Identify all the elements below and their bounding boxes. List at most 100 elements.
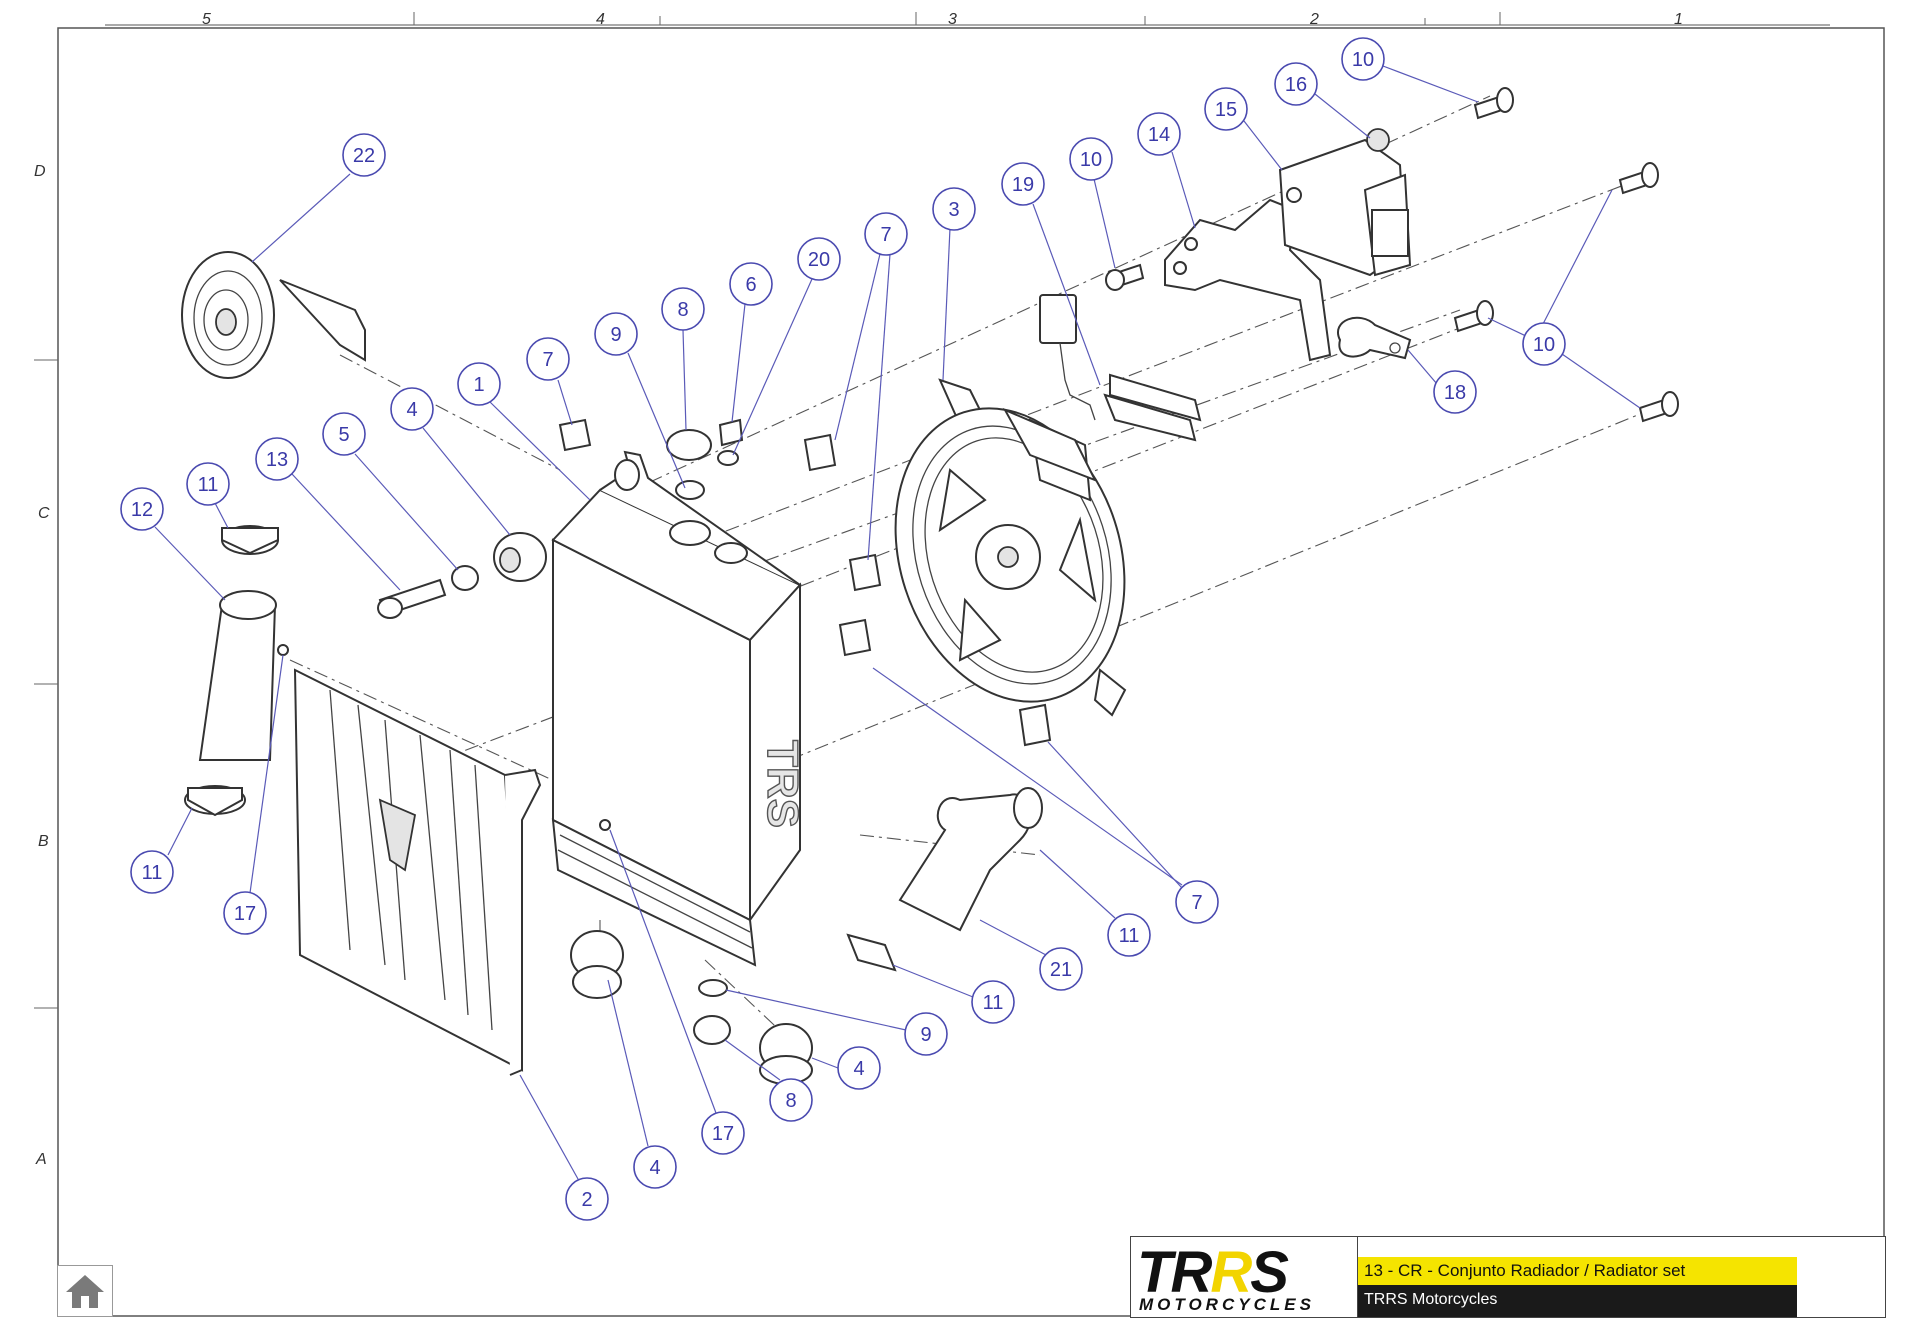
leader-lines bbox=[154, 65, 1641, 1180]
title-block: TRRS MOTORCYCLES 13 - CR - Conjunto Radi… bbox=[1130, 1236, 1886, 1318]
frame-col-label: 2 bbox=[1309, 11, 1319, 28]
callout-label: 11 bbox=[1119, 925, 1140, 947]
callout-c11a: 11 bbox=[186, 462, 230, 506]
frame-col-label: 3 bbox=[948, 11, 957, 28]
callout-c6: 6 bbox=[729, 262, 773, 306]
callout-label: 10 bbox=[1080, 149, 1102, 171]
callout-label: 4 bbox=[406, 399, 417, 421]
callout-c18: 18 bbox=[1433, 370, 1477, 414]
callout-c5: 5 bbox=[322, 412, 366, 456]
callout-label: 12 bbox=[131, 499, 153, 521]
callout-label: 8 bbox=[785, 1090, 796, 1112]
callout-c19: 19 bbox=[1001, 162, 1045, 206]
callout-c7c: 7 bbox=[1175, 880, 1219, 924]
callout-c11b: 11 bbox=[130, 850, 174, 894]
callout-label: 15 bbox=[1215, 99, 1237, 121]
callout-label: 4 bbox=[649, 1157, 660, 1179]
callout-label: 11 bbox=[983, 992, 1004, 1014]
callout-c10b: 10 bbox=[1069, 137, 1113, 181]
callout-c7b: 7 bbox=[526, 337, 570, 381]
home-icon bbox=[66, 1275, 104, 1308]
callout-label: 5 bbox=[338, 424, 349, 446]
radiator-brand-mark: TRS bbox=[758, 740, 807, 828]
callout-label: 20 bbox=[808, 249, 830, 271]
callout-c11c: 11 bbox=[1107, 913, 1151, 957]
callout-c12: 12 bbox=[120, 487, 164, 531]
callout-c14: 14 bbox=[1137, 112, 1181, 156]
title-block-text: 13 - CR - Conjunto Radiador / Radiator s… bbox=[1358, 1237, 1797, 1317]
drawing-border bbox=[57, 27, 1885, 1317]
frame-row-label: D bbox=[34, 163, 46, 180]
callout-c20: 20 bbox=[797, 237, 841, 281]
callout-label: 9 bbox=[610, 324, 621, 346]
callout-c11d: 11 bbox=[971, 980, 1015, 1024]
callout-label: 14 bbox=[1148, 124, 1170, 146]
callout-c15: 15 bbox=[1204, 87, 1248, 131]
callout-label: 10 bbox=[1352, 49, 1374, 71]
callout-c4c: 4 bbox=[633, 1145, 677, 1189]
callout-label: 18 bbox=[1444, 382, 1466, 404]
callout-label: 22 bbox=[353, 145, 375, 167]
callout-label: 17 bbox=[712, 1123, 734, 1145]
callout-label: 21 bbox=[1050, 959, 1072, 981]
cooling-fan-part bbox=[894, 378, 1127, 717]
callout-label: 11 bbox=[142, 862, 163, 884]
callout-label: 6 bbox=[745, 274, 756, 296]
trrs-logo: TRRS MOTORCYCLES bbox=[1131, 1237, 1358, 1317]
callout-c3: 3 bbox=[932, 187, 976, 231]
relay-part bbox=[1278, 138, 1412, 277]
callout-label: 2 bbox=[581, 1189, 592, 1211]
callout-label: 1 bbox=[473, 374, 484, 396]
hoses-and-clamps-parts bbox=[184, 525, 1043, 972]
callout-c9b: 9 bbox=[904, 1012, 948, 1056]
callout-label: 7 bbox=[542, 349, 553, 371]
frame-col-label: 1 bbox=[1674, 11, 1683, 28]
small-hardware-parts bbox=[277, 418, 1052, 1085]
callout-c17b: 17 bbox=[701, 1111, 745, 1155]
callout-label: 16 bbox=[1285, 74, 1307, 96]
callout-label: 10 bbox=[1533, 334, 1555, 356]
callout-c13: 13 bbox=[255, 437, 299, 481]
callout-c4a: 4 bbox=[390, 387, 434, 431]
drawing-title: 13 - CR - Conjunto Radiador / Radiator s… bbox=[1358, 1257, 1797, 1285]
callout-c22: 22 bbox=[342, 133, 386, 177]
callout-c16: 16 bbox=[1274, 62, 1318, 106]
callout-c2: 2 bbox=[565, 1177, 609, 1221]
callout-c8a: 8 bbox=[661, 287, 705, 331]
callout-label: 3 bbox=[948, 199, 959, 221]
callout-c10c: 10 bbox=[1522, 322, 1566, 366]
fan-connector-part bbox=[1039, 294, 1202, 442]
callout-label: 13 bbox=[266, 449, 288, 471]
callout-label: 11 bbox=[198, 474, 219, 496]
callout-label: 8 bbox=[677, 299, 688, 321]
frame-row-label: C bbox=[38, 505, 50, 522]
horn-part bbox=[181, 251, 366, 379]
radiator-core-part: TRS bbox=[551, 450, 808, 967]
radiator-grille-part bbox=[293, 668, 542, 1076]
callout-label: 19 bbox=[1012, 174, 1034, 196]
callout-c7a: 7 bbox=[864, 212, 908, 256]
callout-label: 17 bbox=[234, 903, 256, 925]
logo-sub-text: MOTORCYCLES bbox=[1139, 1295, 1315, 1314]
frame-col-label: 4 bbox=[596, 11, 605, 28]
callout-c10a: 10 bbox=[1341, 37, 1385, 81]
callout-c1: 1 bbox=[457, 362, 501, 406]
callout-c17a: 17 bbox=[223, 891, 267, 935]
callout-c9a: 9 bbox=[594, 312, 638, 356]
cable-clip-part bbox=[1337, 316, 1412, 360]
callout-c8b: 8 bbox=[769, 1078, 813, 1122]
home-button[interactable] bbox=[57, 1265, 113, 1317]
callout-c4b: 4 bbox=[837, 1046, 881, 1090]
callout-label: 7 bbox=[1191, 892, 1202, 914]
logo-main-text: TRRS bbox=[1137, 1240, 1289, 1305]
frame-row-label: B bbox=[38, 833, 49, 850]
callout-c21: 21 bbox=[1039, 947, 1083, 991]
company-name: TRRS Motorcycles bbox=[1358, 1285, 1797, 1317]
callout-label: 9 bbox=[920, 1024, 931, 1046]
badge-cell bbox=[1797, 1237, 1885, 1317]
bolts-part bbox=[1105, 87, 1679, 423]
callout-label: 7 bbox=[880, 224, 891, 246]
frame-col-label: 5 bbox=[202, 11, 211, 28]
